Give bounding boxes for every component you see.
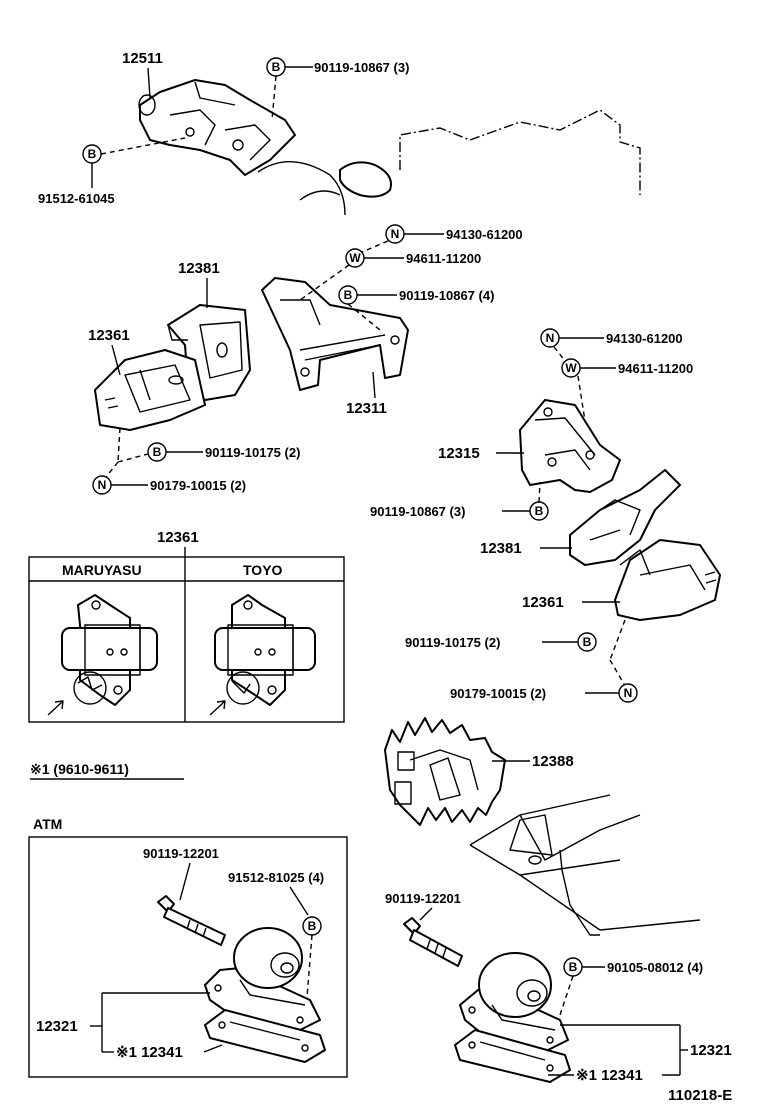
- rear-plate-12341: [454, 1029, 571, 1083]
- label-top-bracket-bolt: 90119-10867 (3): [314, 60, 409, 75]
- label-left-mount-bolt: 90119-10175 (2): [205, 445, 300, 460]
- label-left-washer: 94611-11200: [406, 251, 481, 266]
- label-table-part: 12361: [157, 529, 199, 546]
- transmission-housing: [469, 794, 701, 936]
- svg-text:N: N: [624, 686, 633, 700]
- label-rear-plate-part: ※1 12341: [576, 1067, 643, 1084]
- label-right-washer: 94611-11200: [618, 361, 693, 376]
- label-right-insulator-part: 12381: [480, 540, 522, 557]
- label-atm-mount-part: 12321: [36, 1018, 78, 1035]
- label-left-mount-nut: 90179-10015 (2): [150, 478, 246, 493]
- label-rear-cover-part: 12388: [532, 753, 574, 770]
- symbol-right-mount-bolt: B: [577, 632, 597, 652]
- atm-bolt: [157, 895, 226, 946]
- insulator-12381-right: [569, 469, 681, 566]
- label-right-mount-part: 12361: [522, 594, 564, 611]
- engine-outline: [257, 109, 641, 216]
- label-atm-bolt2: 91512-81025 (4): [228, 870, 324, 885]
- bracket-12315: [519, 399, 621, 493]
- symbol-left-bracket-bolt: B: [338, 285, 358, 305]
- symbol-left-mount-bolt: B: [147, 442, 167, 462]
- label-right-nut: 94130-61200: [606, 331, 683, 346]
- table-col-maruyasu: MARUYASU: [62, 562, 142, 578]
- label-right-bracket-part: 12315: [438, 445, 480, 462]
- variant-maruyasu-mount: [47, 594, 158, 716]
- bracket-12511: [138, 79, 296, 176]
- bracket-12311: [261, 277, 409, 391]
- mount-12361-left: [94, 349, 206, 431]
- table-col-toyo: TOYO: [243, 562, 283, 578]
- label-left-nut: 94130-61200: [446, 227, 523, 242]
- svg-text:N: N: [391, 227, 400, 241]
- atm-box: [28, 836, 348, 1078]
- label-rear-bolt: 90119-12201: [385, 891, 461, 906]
- symbol-left-washer: W: [345, 248, 365, 268]
- svg-text:B: B: [88, 147, 97, 161]
- label-top-bracket-part: 12511: [122, 50, 163, 67]
- symbol-rear-bolt2: B: [563, 957, 583, 977]
- symbol-left-mount-nut: N: [92, 475, 112, 495]
- label-top-bracket-bolt2: 91512-61045: [38, 191, 115, 206]
- symbol-atm-bolt2: B: [302, 916, 322, 936]
- diagram-code: 110218-E: [668, 1087, 732, 1104]
- symbol-right-bracket-bolt: B: [529, 501, 549, 521]
- svg-text:B: B: [308, 919, 317, 933]
- svg-text:B: B: [583, 635, 592, 649]
- symbol-left-nut: N: [385, 224, 405, 244]
- variant-note: ※1 (9610-9611): [30, 761, 129, 777]
- label-atm-bolt: 90119-12201: [143, 846, 219, 861]
- label-rear-bolt2: 90105-08012 (4): [607, 960, 703, 975]
- svg-text:B: B: [272, 60, 281, 74]
- svg-text:B: B: [535, 504, 544, 518]
- label-left-mount-part: 12361: [88, 327, 130, 344]
- symbol-top-bracket-bolt: B: [266, 57, 286, 77]
- cover-12388: [384, 717, 506, 826]
- mount-12361-right: [614, 539, 721, 621]
- label-right-mount-nut: 90179-10015 (2): [450, 686, 546, 701]
- rear-bolt: [403, 917, 463, 967]
- symbol-right-mount-nut: N: [618, 683, 638, 703]
- svg-text:N: N: [546, 331, 555, 345]
- svg-text:B: B: [344, 288, 353, 302]
- svg-text:B: B: [569, 960, 578, 974]
- atm-plate-12341: [204, 1009, 326, 1063]
- label-left-insulator-part: 12381: [178, 260, 220, 277]
- svg-text:W: W: [565, 361, 577, 375]
- label-left-bracket-part: 12311: [346, 400, 387, 417]
- symbol-right-nut: N: [540, 328, 560, 348]
- label-right-bracket-bolt: 90119-10867 (3): [370, 504, 465, 519]
- symbol-top-bracket-bolt2: B: [82, 144, 102, 164]
- variant-table: [28, 556, 345, 723]
- svg-text:N: N: [98, 478, 107, 492]
- svg-text:W: W: [349, 251, 361, 265]
- label-right-mount-bolt: 90119-10175 (2): [405, 635, 500, 650]
- label-rear-mount-part: 12321: [690, 1042, 732, 1059]
- svg-text:B: B: [153, 445, 162, 459]
- variant-toyo-mount: [209, 594, 316, 716]
- label-atm-plate-part: ※1 12341: [116, 1044, 183, 1061]
- symbol-right-washer: W: [561, 358, 581, 378]
- atm-label: ATM: [33, 816, 62, 832]
- label-left-bracket-bolt: 90119-10867 (4): [399, 288, 494, 303]
